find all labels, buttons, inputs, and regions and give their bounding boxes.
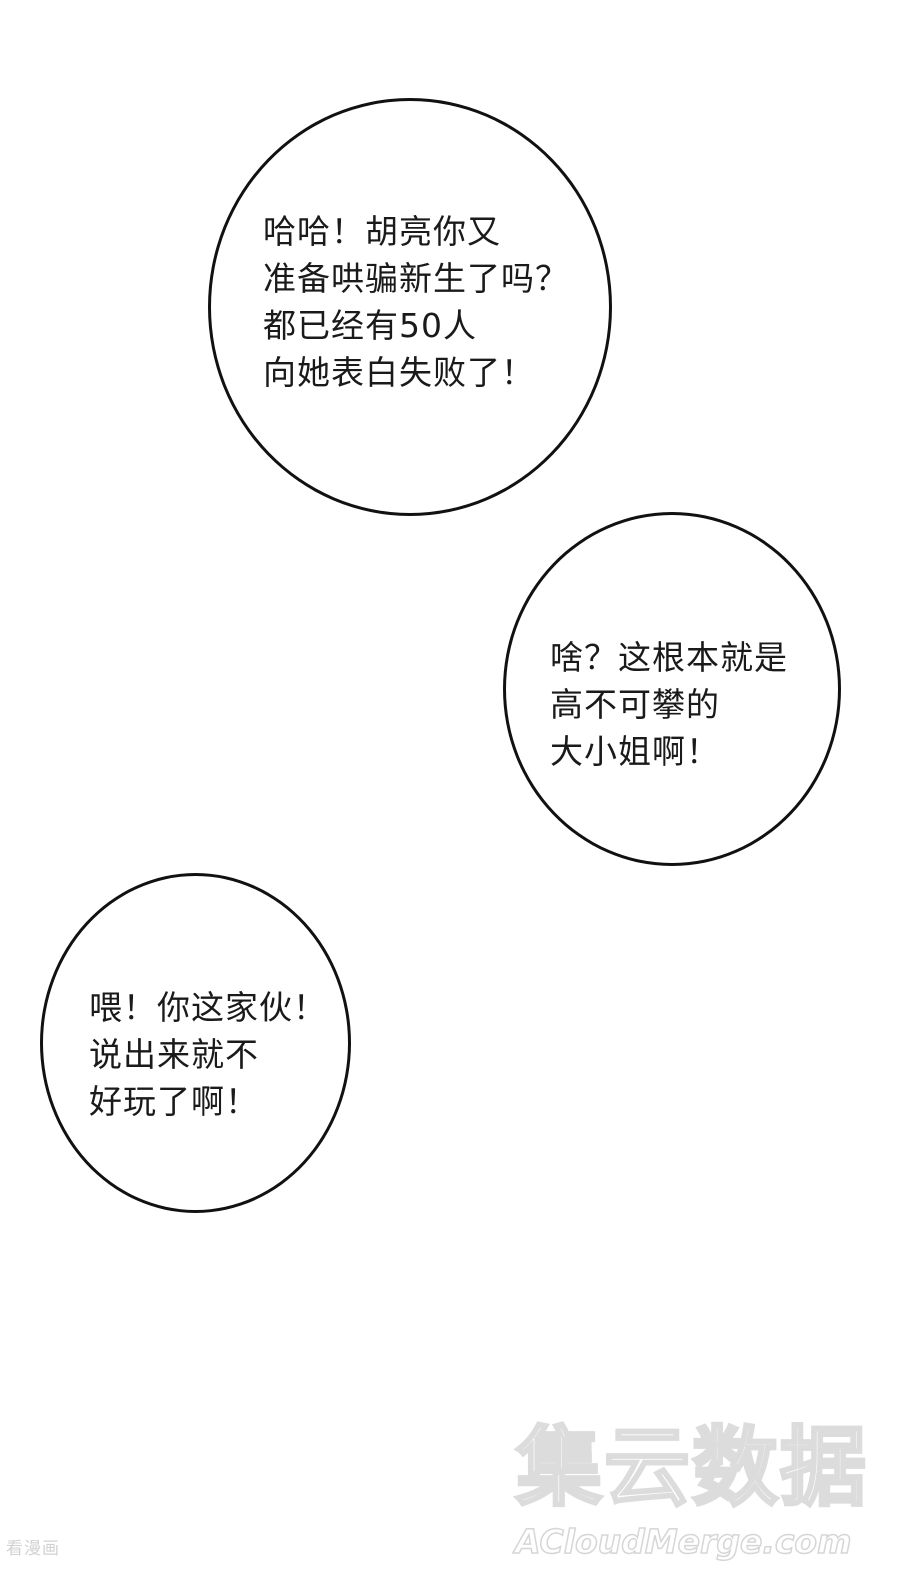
speech-bubble-text: 哈哈！胡亮你又 准备哄骗新生了吗？ 都已经有50人 向她表白失败了！ bbox=[263, 208, 569, 396]
speech-bubble-text: 喂！你这家伙！ 说出来就不 好玩了啊！ bbox=[89, 984, 327, 1125]
speech-bubble: 哈哈！胡亮你又 准备哄骗新生了吗？ 都已经有50人 向她表白失败了！ bbox=[208, 98, 612, 516]
speech-line: 哈哈！胡亮你又 bbox=[263, 212, 501, 251]
speech-line: 说出来就不 bbox=[89, 1035, 259, 1074]
speech-bubble: 啥？这根本就是 高不可攀的 大小姐啊！ bbox=[503, 512, 841, 866]
speech-line: 向她表白失败了！ bbox=[263, 353, 535, 392]
speech-line: 大小姐啊！ bbox=[550, 732, 720, 771]
speech-line: 喂！你这家伙！ bbox=[89, 988, 327, 1027]
merge-logo-watermark: 集云数据 bbox=[515, 1417, 868, 1520]
speech-line: 啥？这根本就是 bbox=[550, 638, 788, 677]
speech-line: 高不可攀的 bbox=[550, 685, 720, 724]
speech-line: 好玩了啊！ bbox=[89, 1082, 259, 1121]
speech-bubble-text: 啥？这根本就是 高不可攀的 大小姐啊！ bbox=[550, 634, 788, 775]
speech-line: 准备哄骗新生了吗？ bbox=[263, 259, 569, 298]
site-watermark: 看漫画 bbox=[6, 1539, 60, 1559]
speech-line: 都已经有50人 bbox=[263, 306, 477, 345]
speech-bubble: 喂！你这家伙！ 说出来就不 好玩了啊！ bbox=[40, 873, 351, 1213]
merge-url-watermark: ACloudMerge.com bbox=[514, 1521, 852, 1562]
